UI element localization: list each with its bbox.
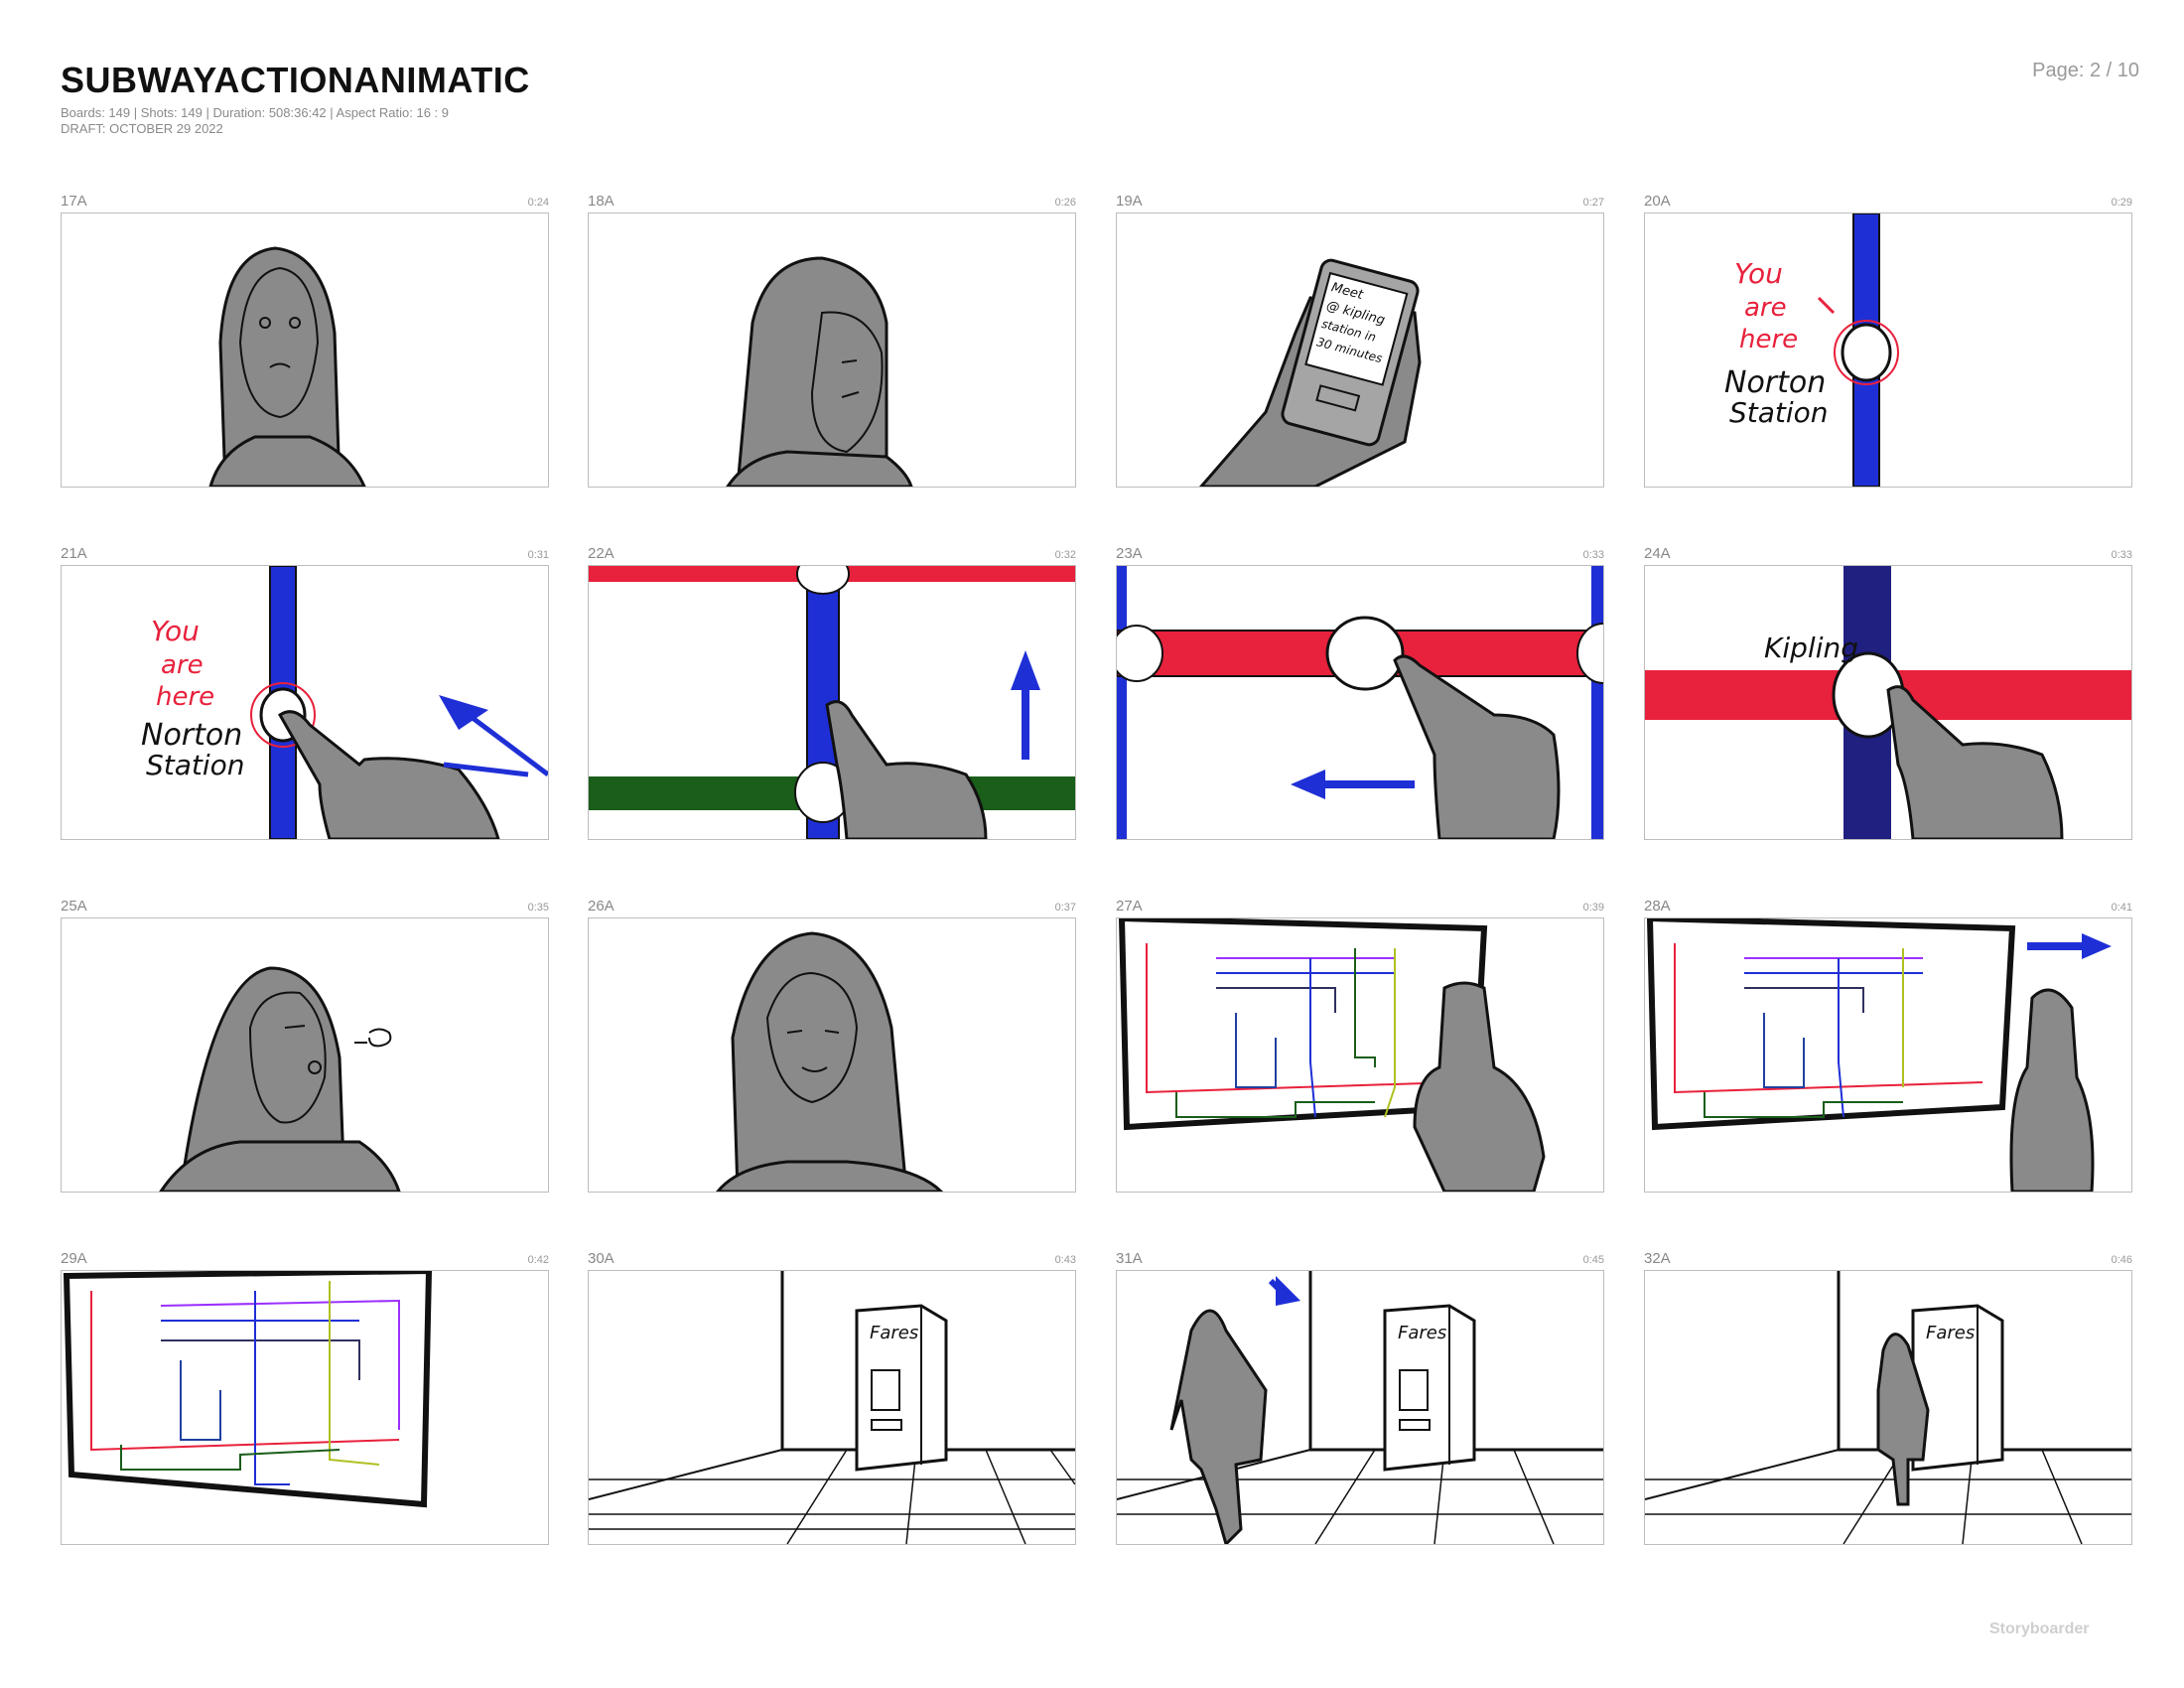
board-frame [588,917,1076,1193]
shot-number: 32A [1644,1250,1671,1267]
shot-number: 19A [1116,193,1143,210]
board-frame [1116,565,1604,840]
here-label: here [1739,325,1798,354]
sketch-woman-to-fares: Fares [1117,1271,1603,1544]
shot-time: 0:35 [527,902,549,914]
shot-number: 28A [1644,898,1671,914]
sketch-phone-message: Meet @ kipling station in 30 minutes [1199,258,1422,487]
board-frame [588,212,1076,488]
shot-number: 24A [1644,545,1671,562]
shot-number: 21A [61,545,87,562]
sketch-woman-at-fares: Fares [1645,1271,2131,1544]
shot-time: 0:32 [1054,549,1076,561]
station-name: Norton [1724,365,1826,400]
document-meta: Boards: 149 | Shots: 149 | Duration: 508… [61,105,449,137]
are-label: are [1744,293,1787,323]
shot-time: 0:24 [527,197,549,209]
shot-time: 0:33 [1582,549,1604,561]
sketch-fare-machine: Fares [589,1271,1075,1544]
board-frame: Meet @ kipling station in 30 minutes [1116,212,1604,488]
board-frame [1116,917,1604,1193]
fares-label: Fares [1398,1323,1446,1343]
sketch-finger-on-station: You are here Norton Station [141,566,548,839]
board-frame: You are here Norton Station [61,565,549,840]
shot-time: 0:27 [1582,197,1604,209]
shot-number: 27A [1116,898,1143,914]
shot-time: 0:45 [1582,1254,1604,1266]
shot-number: 31A [1116,1250,1143,1267]
shot-time: 0:41 [2111,902,2132,914]
board-frame: Fares [1644,1270,2132,1545]
shot-time: 0:29 [2111,197,2132,209]
shot-time: 0:31 [527,549,549,561]
document-title: SUBWAYACTIONANIMATIC [61,60,530,100]
sketch-woman-frown [208,246,366,487]
page-number: Page: 2 / 10 [2032,60,2139,81]
fares-label: Fares [870,1323,918,1343]
sketch-woman-side [726,256,913,487]
shot-time: 0:33 [2111,549,2132,561]
board-frame [588,565,1076,840]
shot-number: 23A [1116,545,1143,562]
board-frame: Fares [1116,1270,1604,1545]
station-word: Station [146,749,245,781]
station-word: Station [1729,396,1829,429]
sketch-map-you-are-here: You are here Norton Station [1724,213,1899,487]
shot-number: 26A [588,898,614,914]
are-label: are [161,650,204,680]
shot-time: 0:39 [1582,902,1604,914]
meta-line-2: DRAFT: OCTOBER 29 2022 [61,121,223,136]
fares-label: Fares [1926,1323,1975,1343]
station-name: Kipling [1764,632,1858,664]
sketch-subway-map [63,1271,433,1508]
shot-time: 0:42 [527,1254,549,1266]
board-frame [1644,917,2132,1193]
shot-number: 18A [588,193,614,210]
shot-time: 0:46 [2111,1254,2132,1266]
station-name: Norton [141,718,242,753]
here-label: here [156,682,214,712]
you-label: You [151,615,200,647]
board-frame [61,1270,549,1545]
sketch-woman-sigh [159,966,401,1192]
shot-number: 17A [61,193,87,210]
sketch-map-pan-up [589,566,1075,839]
shot-number: 29A [61,1250,87,1267]
sketch-kipling-station: Kipling [1645,566,2131,839]
sketch-woman-walks-away [1646,918,2112,1192]
shot-number: 22A [588,545,614,562]
shot-time: 0:37 [1054,902,1076,914]
shot-time: 0:43 [1054,1254,1076,1266]
meta-line-1: Boards: 149 | Shots: 149 | Duration: 508… [61,105,449,120]
board-frame: Fares [588,1270,1076,1545]
shot-time: 0:26 [1054,197,1076,209]
sketch-map-pan-left [1117,566,1603,839]
storyboarder-logo: Storyboarder [1989,1620,2090,1637]
board-frame: You are here Norton Station [1644,212,2132,488]
shot-number: 20A [1644,193,1671,210]
board-frame: Kipling [1644,565,2132,840]
shot-number: 30A [588,1250,614,1267]
sketch-woman-smirk [716,931,944,1192]
you-label: You [1734,257,1783,290]
sketch-woman-at-map [1118,918,1546,1192]
board-frame [61,917,549,1193]
board-frame [61,212,549,488]
shot-number: 25A [61,898,87,914]
